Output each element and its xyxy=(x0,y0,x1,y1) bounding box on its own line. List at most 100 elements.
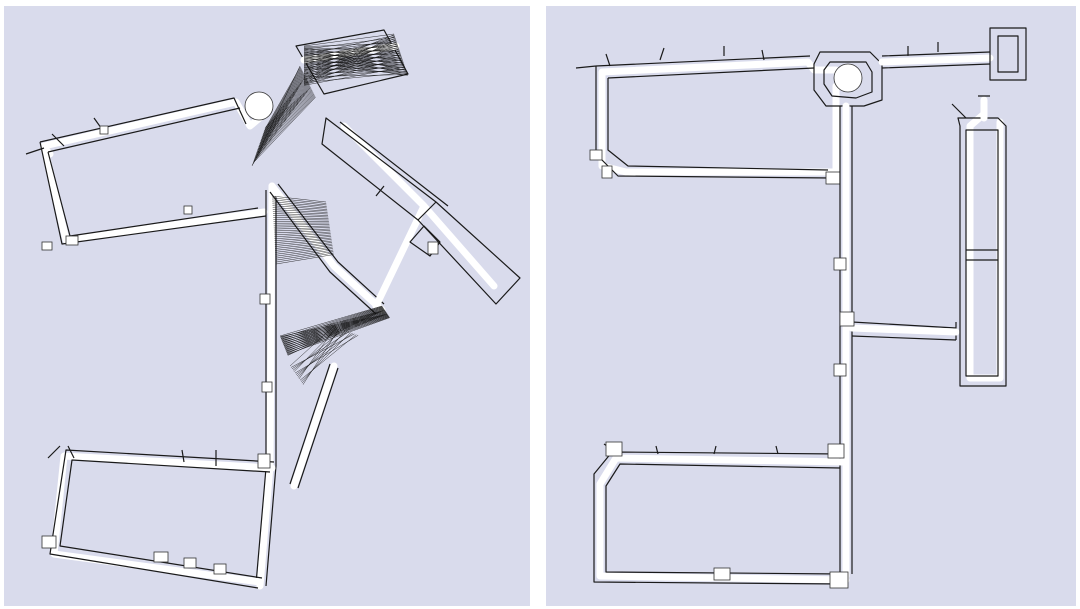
constraint-line xyxy=(253,96,316,161)
constraint-line xyxy=(303,70,407,74)
constraint-line xyxy=(303,42,398,47)
constraint-line xyxy=(303,72,407,83)
constraint-line xyxy=(303,60,405,67)
constraint-line xyxy=(275,251,334,261)
constraint-line xyxy=(287,317,390,355)
constraint-line xyxy=(272,207,328,212)
constraint-line xyxy=(274,234,331,240)
constraint-line xyxy=(303,51,405,66)
right-wing xyxy=(951,95,1007,387)
constraint-line xyxy=(280,314,388,339)
constraint-line xyxy=(256,94,315,155)
constraint-line xyxy=(272,213,329,216)
constraint-line xyxy=(303,53,401,57)
unoptimized-map xyxy=(25,29,521,590)
constraint-line xyxy=(303,47,404,62)
top-corridor xyxy=(878,27,1027,81)
central-corridor xyxy=(833,102,960,580)
constraint-line xyxy=(258,93,314,149)
left-wing-lower xyxy=(41,445,276,589)
octagon-tower xyxy=(813,51,883,107)
constraint-line xyxy=(272,197,327,204)
constraint-line xyxy=(281,314,388,341)
constraint-line xyxy=(303,63,406,70)
constraint-line xyxy=(275,248,333,257)
constraint-line xyxy=(293,327,338,372)
constraint-line xyxy=(265,87,311,128)
constraint-line xyxy=(303,56,402,61)
constraint-line xyxy=(279,305,383,337)
constraint-line xyxy=(282,314,389,343)
constraint-line xyxy=(303,33,395,47)
constraint-lines xyxy=(251,33,408,385)
constraint-line xyxy=(260,91,313,143)
constraint-line xyxy=(303,51,408,75)
constraint-line xyxy=(252,97,316,164)
constraint-line xyxy=(292,329,344,371)
left-wing-upper xyxy=(25,97,273,251)
constraint-line xyxy=(303,47,399,60)
constraint-line xyxy=(303,54,406,69)
constraint-line xyxy=(273,225,330,228)
constraint-line xyxy=(272,199,327,206)
constraint-line xyxy=(303,67,408,74)
constraint-line xyxy=(303,50,402,56)
constraint-line xyxy=(273,228,331,232)
constraint-line xyxy=(274,236,332,241)
constraint-line xyxy=(275,254,334,265)
constraint-line xyxy=(303,53,403,60)
constraint-line xyxy=(275,243,333,251)
constraint-line xyxy=(274,231,331,236)
constraint-line xyxy=(303,45,399,66)
constraint-line xyxy=(303,48,407,71)
constraint-line xyxy=(303,49,400,54)
constraint-line xyxy=(290,333,355,368)
constraint-line xyxy=(273,224,330,226)
constraint-line xyxy=(261,90,313,140)
constraint-line xyxy=(263,67,302,133)
constraint-line xyxy=(303,44,398,57)
constraint-line xyxy=(272,205,328,210)
constraint-line xyxy=(263,89,312,134)
constraint-line xyxy=(284,315,389,348)
constraint-line xyxy=(274,237,332,243)
constraint-line xyxy=(259,92,314,146)
constraint-line xyxy=(274,242,333,249)
constraint-line xyxy=(264,88,312,131)
constraint-line xyxy=(262,89,313,137)
constraint-line xyxy=(283,315,389,346)
constraint-line xyxy=(273,227,330,230)
constraint-line xyxy=(274,240,332,247)
constraint-line xyxy=(272,211,328,215)
constraint-line xyxy=(303,61,408,76)
unoptimized-map-panel xyxy=(4,6,530,606)
constraint-line xyxy=(303,56,402,76)
constraint-line xyxy=(274,230,331,234)
constraint-line xyxy=(254,95,315,158)
constraint-line xyxy=(286,317,390,353)
constraint-line xyxy=(303,63,405,67)
constraint-line xyxy=(273,217,329,219)
constraint-line xyxy=(303,68,406,80)
constraint-line xyxy=(303,57,404,63)
constraint-line xyxy=(272,209,328,213)
constraint-line xyxy=(280,313,388,337)
constraint-line xyxy=(265,77,306,129)
constraint-line xyxy=(303,67,406,71)
constraint-line xyxy=(275,249,334,259)
constraint-line xyxy=(275,245,333,253)
constraint-line xyxy=(274,233,331,238)
constraint-line xyxy=(274,239,332,245)
constraint-line xyxy=(271,195,327,203)
constraint-line xyxy=(272,201,327,207)
constraint-line xyxy=(303,47,401,53)
constraint-line xyxy=(275,246,333,255)
constraint-line xyxy=(303,46,399,51)
right-wing xyxy=(321,117,521,310)
constraint-line xyxy=(303,54,402,67)
constraint-line xyxy=(256,73,304,154)
constraint-line xyxy=(289,325,335,367)
constraint-line xyxy=(285,316,390,350)
niches xyxy=(99,125,273,469)
constraint-line xyxy=(285,316,390,351)
